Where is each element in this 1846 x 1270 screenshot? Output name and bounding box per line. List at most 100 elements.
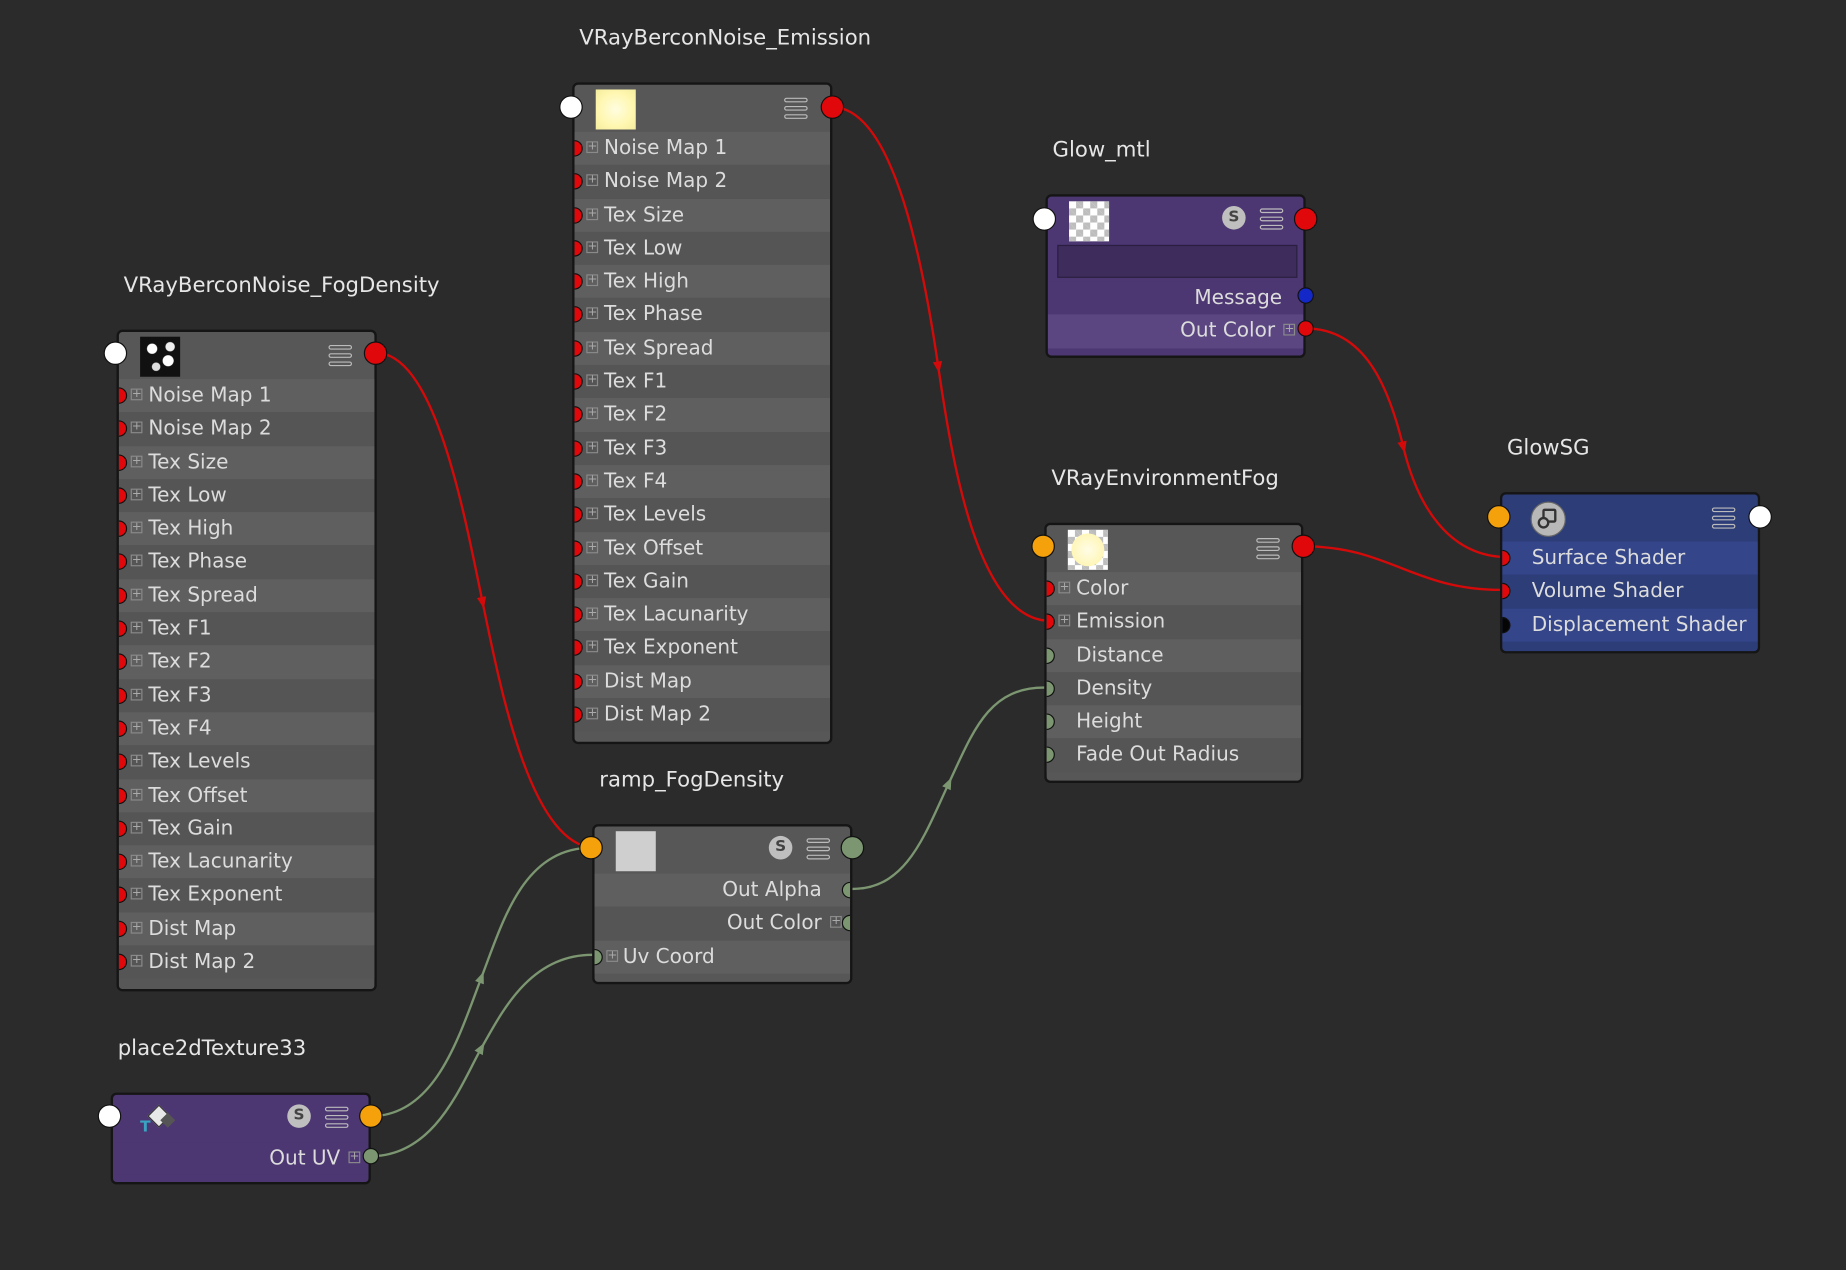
wire-ramp-alpha-to-envfog-density[interactable] (852, 686, 1045, 891)
input-port-tex-f3[interactable] (118, 687, 128, 704)
plus-icon[interactable]: + (586, 273, 599, 287)
plus-icon[interactable]: + (130, 520, 143, 534)
s-icon[interactable]: S (1222, 206, 1246, 230)
input-port-tex-lacunarity[interactable] (118, 853, 128, 871)
output-port[interactable] (820, 95, 845, 119)
attr-row-tex-offset[interactable]: +Tex Offset (118, 778, 375, 813)
plus-icon[interactable]: + (586, 706, 599, 720)
plus-icon[interactable]: + (130, 587, 143, 601)
attr-row-tex-gain[interactable]: +Tex Gain (574, 564, 831, 599)
output-port-out-color[interactable] (841, 915, 851, 932)
input-port[interactable] (97, 1104, 122, 1128)
node-place2dtexture33[interactable]: place2dTexture33 T S Out UV + (97, 1036, 383, 1185)
input-port-tex-f2[interactable] (118, 653, 128, 671)
input-port-noise-map-1[interactable] (118, 387, 128, 404)
input-port-dist-map-2[interactable] (574, 706, 583, 723)
attr-row-out-alpha[interactable]: Out Alpha (594, 873, 851, 907)
attr-row-noise-map-1[interactable]: +Noise Map 1 (574, 131, 831, 166)
attr-row-noise-map-2[interactable]: +Noise Map 2 (574, 165, 831, 199)
input-port-uv-coord[interactable] (594, 948, 603, 965)
wire-envfog-to-glowsg-volume[interactable] (1303, 545, 1502, 592)
input-port-tex-f1[interactable] (118, 620, 128, 638)
plus-icon[interactable]: + (130, 620, 143, 634)
plus-icon[interactable]: + (586, 573, 599, 587)
attr-row-message[interactable]: Message (1047, 281, 1304, 315)
attr-row-height[interactable]: Height (1046, 705, 1301, 739)
plus-icon[interactable]: + (586, 606, 599, 620)
output-port[interactable] (840, 835, 865, 860)
s-icon[interactable]: S (287, 1104, 311, 1128)
input-port-color[interactable] (1046, 580, 1055, 597)
menu-icon[interactable] (806, 836, 831, 860)
output-port[interactable] (1291, 534, 1316, 559)
input-port-tex-levels[interactable] (574, 506, 583, 524)
input-port-volume-shader[interactable] (1502, 583, 1511, 600)
attr-row-tex-lacunarity[interactable]: +Tex Lacunarity (574, 598, 831, 632)
attr-row-surface-shader[interactable]: Surface Shader (1502, 541, 1758, 575)
input-port-tex-offset[interactable] (574, 539, 583, 557)
plus-icon[interactable]: + (586, 673, 599, 687)
attr-row-out-uv[interactable]: Out UV + (113, 1142, 369, 1176)
attr-row-tex-f1[interactable]: +Tex F1 (118, 612, 375, 646)
output-port[interactable] (359, 1104, 383, 1128)
plus-icon[interactable]: + (130, 453, 143, 467)
plus-icon[interactable]: + (586, 206, 599, 220)
plus-icon[interactable]: + (586, 140, 599, 154)
input-port-tex-f2[interactable] (574, 406, 583, 424)
color-bar[interactable] (1057, 244, 1298, 278)
input-port-dist-map-2[interactable] (118, 953, 128, 971)
attr-row-out-color[interactable]: Out Color + (1047, 314, 1304, 349)
output-port-message[interactable] (1297, 287, 1314, 304)
attr-row-tex-size[interactable]: +Tex Size (118, 445, 375, 480)
attr-row-density[interactable]: Density (1046, 672, 1301, 706)
input-port-tex-spread[interactable] (118, 587, 128, 604)
input-port-tex-f3[interactable] (574, 439, 583, 457)
input-port-tex-high[interactable] (118, 520, 128, 538)
attr-row-tex-f2[interactable]: +Tex F2 (574, 398, 831, 432)
node-vrayberconnoise-fogdensity[interactable]: VRayBerconNoise_FogDensity +Noise Map 1+… (103, 273, 440, 992)
attr-row-tex-size[interactable]: +Tex Size (574, 198, 831, 232)
input-port-tex-exponent[interactable] (118, 887, 128, 904)
attr-row-tex-high[interactable]: +Tex High (574, 265, 831, 299)
attr-row-tex-spread[interactable]: +Tex Spread (574, 331, 831, 366)
plus-icon[interactable]: + (586, 406, 599, 420)
plus-icon[interactable]: + (586, 439, 599, 453)
input-port-noise-map-2[interactable] (574, 173, 583, 190)
input-port-tex-low[interactable] (574, 240, 583, 257)
attr-row-tex-low[interactable]: +Tex Low (118, 479, 375, 513)
menu-icon[interactable] (1256, 536, 1280, 560)
plus-icon[interactable]: + (1058, 613, 1071, 627)
attr-row-dist-map-2[interactable]: +Dist Map 2 (118, 945, 375, 979)
plus-icon[interactable]: + (1058, 580, 1071, 594)
attr-row-uv-coord[interactable]: +Uv Coord (594, 940, 851, 974)
attr-row-noise-map-1[interactable]: +Noise Map 1 (118, 379, 375, 413)
input-port-tex-spread[interactable] (574, 339, 583, 357)
input-port-density[interactable] (1046, 680, 1055, 697)
plus-icon[interactable]: + (130, 653, 143, 667)
attr-row-tex-levels[interactable]: +Tex Levels (118, 745, 375, 779)
attr-row-tex-phase[interactable]: +Tex Phase (118, 545, 375, 579)
attr-row-tex-f3[interactable]: +Tex F3 (118, 678, 375, 713)
plus-icon[interactable]: + (830, 915, 842, 929)
plus-icon[interactable]: + (586, 240, 599, 254)
input-port-distance[interactable] (1046, 647, 1055, 664)
plus-icon[interactable]: + (130, 753, 143, 767)
input-port-surface-shader[interactable] (1502, 549, 1511, 567)
output-port[interactable] (1293, 207, 1318, 231)
input-port-tex-f4[interactable] (118, 720, 128, 737)
plus-icon[interactable]: + (130, 920, 143, 934)
input-port-tex-low[interactable] (118, 487, 128, 504)
input-port-tex-offset[interactable] (118, 787, 128, 804)
attr-row-displacement-shader[interactable]: Displacement Shader (1502, 608, 1758, 642)
wire-place2d-uv-to-ramp-uvcoord[interactable] (370, 953, 593, 1158)
attr-row-tex-f1[interactable]: +Tex F1 (574, 365, 831, 399)
plus-icon[interactable]: + (130, 953, 143, 967)
input-port-tex-size[interactable] (574, 206, 583, 224)
node-ramp-fogdensity[interactable]: ramp_FogDensity S Out Alpha+Out Color+Uv… (579, 768, 865, 985)
input-port-tex-high[interactable] (574, 273, 583, 290)
attr-row-tex-exponent[interactable]: +Tex Exponent (118, 878, 375, 913)
attr-row-noise-map-2[interactable]: +Noise Map 2 (118, 412, 375, 446)
plus-icon[interactable]: + (1283, 322, 1296, 336)
plus-icon[interactable]: + (130, 553, 143, 567)
